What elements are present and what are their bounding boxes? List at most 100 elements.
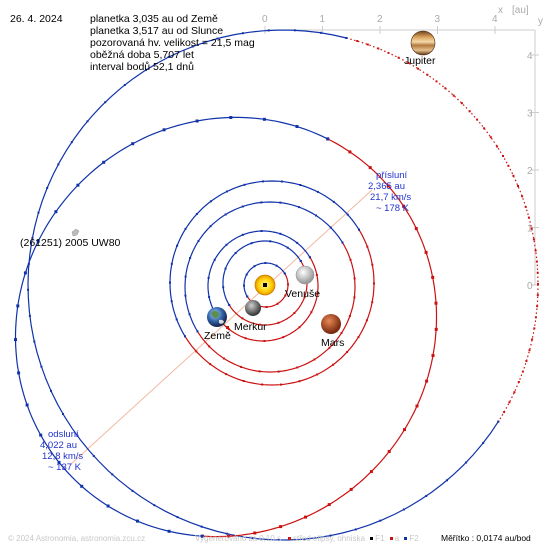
orbit-point bbox=[227, 328, 230, 331]
orbit-point bbox=[298, 380, 301, 383]
orbit-point bbox=[276, 302, 279, 305]
asteroid-orbit-point bbox=[76, 183, 80, 187]
orbit-point bbox=[253, 265, 256, 268]
orbit-point bbox=[31, 236, 34, 239]
asteroid-orbit-point bbox=[326, 137, 330, 141]
orbit-point bbox=[460, 102, 463, 105]
orbit-point bbox=[282, 336, 285, 339]
unit-label: [au] bbox=[512, 5, 529, 16]
orbit-point bbox=[299, 184, 302, 186]
planet-orbit-arc bbox=[27, 29, 499, 541]
asteroid-orbit-point bbox=[387, 450, 391, 453]
orbit-point bbox=[407, 62, 410, 64]
orbit-point bbox=[243, 183, 246, 186]
orbit-point bbox=[170, 262, 173, 265]
orbit-point bbox=[250, 242, 253, 245]
orbit-point bbox=[27, 288, 29, 291]
a-dot-icon bbox=[389, 536, 393, 540]
orbit-point bbox=[267, 29, 270, 32]
orbit-point bbox=[169, 281, 171, 284]
mercury-label: Merkur bbox=[234, 321, 267, 333]
asteroid-orbit-point bbox=[402, 204, 406, 208]
orbit-point bbox=[197, 240, 200, 242]
asteroid-orbit-point bbox=[54, 210, 58, 214]
orbit-point bbox=[46, 187, 49, 189]
orbit-point bbox=[357, 336, 360, 339]
asteroid-orbit-point bbox=[431, 275, 435, 279]
orbit-point bbox=[258, 323, 261, 326]
asteroid-orbit-point bbox=[424, 250, 428, 254]
mars: Mars bbox=[321, 314, 344, 349]
orbit-point bbox=[176, 244, 179, 247]
right-axis-tick-label: 3 bbox=[527, 109, 533, 120]
orbit-point bbox=[315, 274, 318, 276]
perihelion-title: přísluní bbox=[376, 170, 408, 181]
orbit-point bbox=[332, 363, 335, 366]
orbit-point bbox=[293, 29, 296, 32]
orbit-point bbox=[111, 473, 114, 476]
orbit-point bbox=[260, 230, 263, 232]
asteroid-orbit-point bbox=[200, 534, 204, 538]
asteroid-orbit-point bbox=[80, 484, 84, 488]
orbit-point bbox=[195, 213, 198, 215]
asteroid-orbit-point bbox=[348, 150, 352, 154]
right-axis-tick-label: 0 bbox=[527, 281, 533, 292]
orbit-point bbox=[131, 489, 134, 492]
orbit-point bbox=[176, 516, 179, 519]
orbit-point bbox=[497, 420, 500, 423]
orbit-point bbox=[525, 360, 528, 362]
asteroid-name: (261251) 2005 UW80 bbox=[20, 237, 121, 249]
orbit-point bbox=[277, 321, 280, 324]
orbit-point bbox=[316, 293, 319, 296]
orbit-point bbox=[196, 330, 199, 333]
orbit-point bbox=[319, 31, 322, 34]
orbit-point bbox=[328, 346, 331, 349]
orbit-point bbox=[195, 350, 198, 353]
orbit-point bbox=[208, 345, 211, 348]
asteroid-orbit-point bbox=[369, 470, 373, 474]
orbit-point bbox=[356, 40, 359, 42]
orbit-point bbox=[242, 380, 245, 382]
orbit-point bbox=[251, 537, 254, 540]
planet-orbits bbox=[27, 29, 539, 541]
asteroid-orbit-point bbox=[304, 515, 307, 519]
orbit-point bbox=[86, 120, 89, 123]
orbit-point bbox=[207, 276, 210, 279]
orbit-point bbox=[303, 296, 306, 299]
orbit-point bbox=[223, 357, 225, 360]
orbit-point bbox=[70, 141, 73, 144]
asteroid-orbit-point bbox=[227, 534, 231, 538]
orbit-point bbox=[184, 227, 187, 230]
orbit-point bbox=[366, 43, 369, 46]
top-axis-tick-label: 0 bbox=[262, 14, 268, 25]
orbit-point bbox=[277, 370, 280, 373]
mercury: Merkur bbox=[234, 300, 267, 333]
orbit-point bbox=[286, 246, 289, 249]
orbit-point bbox=[225, 243, 228, 246]
orbit-point bbox=[261, 383, 264, 386]
orbit-point bbox=[191, 45, 194, 48]
copyright-link[interactable]: © 2024 Astronomia, astronomia.zcu.cz bbox=[8, 534, 146, 543]
asteroid-orbit-point bbox=[36, 239, 40, 243]
asteroid-orbit-point bbox=[349, 487, 353, 491]
info-magnitude: pozorovaná hv. velikost = 21,5 mag bbox=[90, 37, 255, 49]
orbit-point bbox=[298, 206, 300, 209]
orbit-point bbox=[296, 241, 299, 244]
orbit-point bbox=[508, 401, 511, 404]
info-point-interval: interval bodů 52,1 dnů bbox=[90, 61, 194, 73]
orbit-point bbox=[517, 381, 520, 383]
orbit-point bbox=[533, 327, 536, 330]
orbit-point bbox=[37, 211, 40, 214]
info-sun-distance: planetka 3,517 au od Slunce bbox=[90, 25, 224, 37]
orbit-point bbox=[354, 528, 357, 531]
planet-orbit-arc bbox=[207, 230, 311, 316]
right-axis-tick-label: 4 bbox=[527, 51, 533, 62]
orbit-point bbox=[512, 174, 515, 177]
asteroid-orbit-point bbox=[39, 433, 43, 437]
ellipse-center-marker bbox=[226, 326, 229, 329]
orbit-point bbox=[104, 101, 107, 104]
orbit-point bbox=[313, 358, 316, 361]
info-period: oběžná doba 5,707 let bbox=[90, 49, 194, 61]
orbit-point bbox=[241, 233, 244, 236]
orbit-point bbox=[208, 296, 211, 298]
